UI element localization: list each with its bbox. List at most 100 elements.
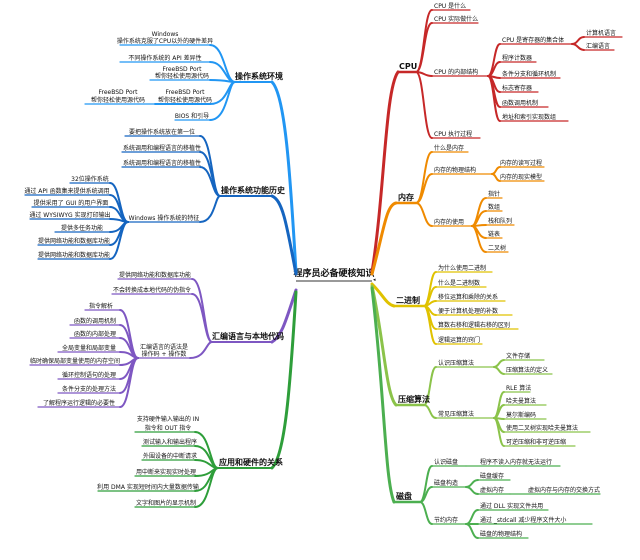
- branch-label-memory[interactable]: 内存: [398, 192, 414, 202]
- branch-label-binary[interactable]: 二进制: [396, 295, 420, 305]
- node-text[interactable]: 提供多任务功能: [61, 224, 103, 232]
- node-text[interactable]: 32位操作系统: [71, 175, 109, 183]
- node-text[interactable]: 数组: [488, 203, 500, 211]
- node-text[interactable]: 提供网络功能和数据库功能: [38, 251, 110, 259]
- node-text[interactable]: 系统调用和编程语言的移植性: [123, 144, 201, 152]
- node-text[interactable]: 地址和索引实现数组: [502, 113, 556, 121]
- branch-label-disk[interactable]: 磁盘: [396, 491, 412, 501]
- node-text[interactable]: CPU 实际做什么: [434, 15, 478, 23]
- node-text[interactable]: 通过 WYSIWYG 实现打印输出: [29, 211, 110, 219]
- node-text[interactable]: 便于计算机处理的补数: [438, 307, 498, 315]
- node-text[interactable]: 移位运算和乘除的关系: [438, 293, 498, 301]
- node-text[interactable]: 为什么使用二进制: [438, 264, 486, 272]
- node-text[interactable]: 虚拟内存: [480, 486, 504, 494]
- node-text[interactable]: 二叉树: [488, 244, 506, 252]
- node-text[interactable]: FreeBSD Port: [166, 89, 206, 96]
- branch-cpu-labels: CPU CPU 是什么 CPU 实际做什么 CPU 是寄存器的集合体 计算机语言…: [399, 2, 616, 138]
- node-text[interactable]: 认识压缩算法: [438, 359, 474, 367]
- node-text[interactable]: 指令和 OUT 指令: [145, 424, 192, 432]
- node-text[interactable]: 节约内存: [434, 516, 458, 524]
- node-text[interactable]: 文字和图片的显示机制: [136, 499, 196, 507]
- node-text[interactable]: 用中断来实现实时处理: [136, 468, 196, 476]
- node-text[interactable]: 操作系统克服了CPU以外的硬件差异: [117, 37, 213, 45]
- node-text[interactable]: 内存的使用: [434, 218, 464, 226]
- node-text[interactable]: 通过 DLL 实现文件共用: [480, 502, 543, 510]
- node-text[interactable]: 操作码 + 操作数: [142, 350, 187, 358]
- node-text[interactable]: 常见压缩算法: [438, 410, 474, 418]
- node-text[interactable]: 汇编语言: [586, 42, 610, 50]
- node-text[interactable]: 临时确保局部变量使用的内存空间: [30, 357, 120, 365]
- node-text[interactable]: 不同操作系统的 API 差异性: [128, 54, 201, 62]
- node-text[interactable]: 帮你轻松使用源代码: [91, 96, 145, 104]
- node-text[interactable]: 要把操作系统放在第一位: [129, 128, 195, 136]
- root-node[interactable]: 程序员必备硬核知识 ◂: [293, 267, 376, 283]
- node-text[interactable]: 不会转换成本地代码的伪指令: [113, 286, 191, 294]
- node-text[interactable]: 计算机语言: [586, 29, 616, 37]
- node-text[interactable]: 函数的内部处理: [74, 330, 116, 338]
- node-text[interactable]: 条件分支的处理方法: [62, 385, 116, 393]
- node-text[interactable]: 使用二叉树实现哈夫曼算法: [506, 424, 578, 432]
- node-text[interactable]: 莫尔斯编码: [506, 411, 536, 419]
- node-text[interactable]: 虚拟内存与内存的交换方式: [528, 486, 600, 494]
- node-text[interactable]: 算数右移和逻辑右移的区别: [438, 321, 510, 329]
- node-text[interactable]: BIOS 和引导: [175, 112, 209, 120]
- collapse-icon[interactable]: ◂: [373, 277, 376, 283]
- node-text[interactable]: 全局变量和局部变量: [62, 344, 116, 352]
- node-text[interactable]: 提供网络功能和数据库功能: [119, 271, 191, 279]
- node-text[interactable]: 通过 API 函数集来提供系统调用: [24, 187, 109, 195]
- node-text[interactable]: CPU 是什么: [434, 2, 466, 10]
- node-text[interactable]: 帮你轻松使用源代码: [158, 96, 212, 104]
- node-text[interactable]: 外围设备的中断请求: [143, 452, 197, 460]
- node-text[interactable]: 程序计数器: [502, 54, 532, 62]
- node-text[interactable]: 逻辑运算的窍门: [438, 336, 480, 344]
- node-text[interactable]: 内存的读写过程: [500, 159, 542, 167]
- node-text[interactable]: 可逆压缩和非可逆压缩: [506, 438, 566, 446]
- node-text[interactable]: 内存的现实模型: [500, 173, 542, 181]
- node-text[interactable]: 磁盘构造: [434, 479, 458, 487]
- node-text[interactable]: 指针: [488, 190, 500, 198]
- node-text[interactable]: 支持硬件输入输出的 IN: [137, 415, 199, 423]
- node-text[interactable]: Windows: [152, 31, 179, 38]
- node-text[interactable]: 链表: [488, 230, 500, 238]
- node-text[interactable]: 认识磁盘: [434, 458, 458, 466]
- node-text[interactable]: 栈和队列: [488, 217, 512, 225]
- node-text[interactable]: 标志寄存器: [502, 84, 532, 92]
- node-text[interactable]: 帮你轻松使用源代码: [155, 72, 209, 80]
- branch-label-app-hw[interactable]: 应用和硬件的关系: [219, 457, 283, 467]
- node-text[interactable]: CPU 执行过程: [434, 130, 472, 138]
- node-text[interactable]: 条件分支和循环机制: [502, 70, 556, 78]
- node-text[interactable]: FreeBSD Port: [163, 66, 203, 73]
- branch-label-cpu[interactable]: CPU: [399, 62, 417, 71]
- node-text[interactable]: 磁盘缓存: [480, 472, 504, 480]
- node-text[interactable]: 提供网络功能和数据库功能: [38, 237, 110, 245]
- node-text[interactable]: 指令解析: [89, 302, 113, 310]
- node-text[interactable]: 文件存储: [506, 352, 530, 360]
- node-text[interactable]: 内存的物理结构: [434, 166, 476, 174]
- node-text[interactable]: CPU 的内部结构: [434, 68, 478, 76]
- node-text[interactable]: RLE 算法: [506, 384, 531, 392]
- node-text[interactable]: 了解程序运行逻辑的必要性: [43, 399, 115, 407]
- node-text[interactable]: 循环控制语句的处理: [62, 371, 116, 379]
- node-text[interactable]: FreeBSD Port: [99, 89, 139, 96]
- node-text[interactable]: 提供采用了 GUI 的用户界面: [34, 199, 109, 207]
- node-text[interactable]: 函数调用机制: [502, 99, 538, 107]
- branch-label-compress[interactable]: 压缩算法: [398, 394, 430, 404]
- branch-label-asm[interactable]: 汇编语言与本地代码: [212, 331, 284, 341]
- branch-memory-labels: 内存 什么是内存 内存的物理结构 内存的读写过程 内存的现实模型 内存的使用 指…: [398, 144, 542, 252]
- node-text[interactable]: 什么是二进制数: [438, 279, 480, 287]
- node-text[interactable]: 哈夫曼算法: [506, 397, 536, 405]
- node-text[interactable]: 函数的调用机制: [74, 317, 116, 325]
- node-text[interactable]: 磁盘的物理结构: [480, 530, 522, 538]
- node-text[interactable]: 测试输入和输出程序: [143, 438, 197, 446]
- node-text[interactable]: CPU 是寄存器的集合体: [502, 36, 564, 44]
- node-text[interactable]: 通过 _stdcall 减少程序文件大小: [480, 516, 566, 524]
- branch-label-os-env[interactable]: 操作系统环境: [235, 71, 283, 81]
- node-text[interactable]: 汇编语言的语法是: [140, 343, 188, 351]
- node-text[interactable]: 程序不读入内存就无法运行: [480, 458, 552, 466]
- node-text[interactable]: 压缩算法的定义: [506, 366, 548, 374]
- node-text[interactable]: 利用 DMA 实现短时间内大量数据传输: [97, 483, 199, 491]
- node-text[interactable]: 系统调用和编程语言的移植性: [123, 159, 201, 167]
- node-text[interactable]: 什么是内存: [434, 144, 464, 152]
- node-text[interactable]: Windows 操作系统的特征: [129, 214, 200, 222]
- branch-label-os-hist[interactable]: 操作系统功能历史: [221, 185, 286, 195]
